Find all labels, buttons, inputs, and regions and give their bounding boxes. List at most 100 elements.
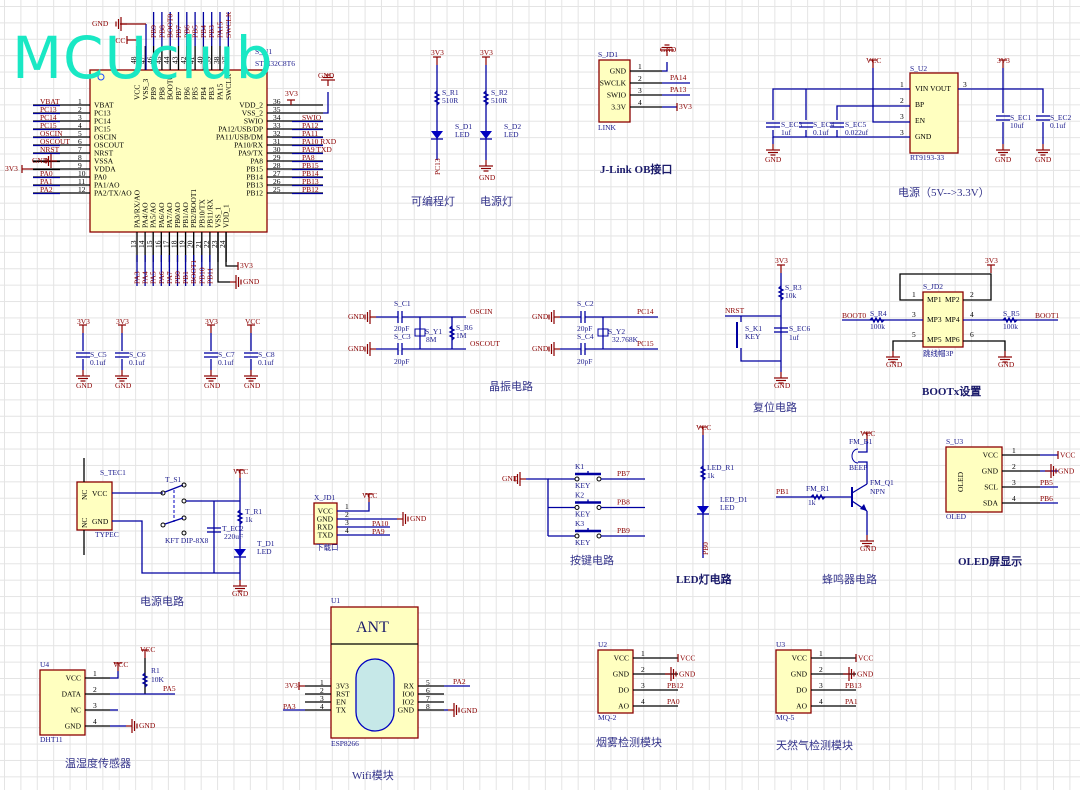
net-label: GND [857, 670, 874, 679]
pin-num: 2 [638, 74, 642, 83]
pin-num: 32 [273, 129, 281, 138]
switch-contact [596, 533, 602, 539]
mcu-vcc-label: VCC [110, 36, 125, 45]
net-label: PB8 [157, 25, 166, 38]
led2-val: LED [504, 130, 519, 139]
net-label: BOOT1 [189, 260, 198, 284]
pin-vcc: VCC [92, 489, 107, 498]
net-label: PB1 [181, 271, 190, 284]
uart-pa10: PA10 [372, 519, 389, 528]
pin-num: 2 [900, 96, 904, 105]
cap-ref: S_C7 [218, 350, 235, 359]
pin-mp1: MP1 [927, 295, 942, 304]
mcu-gnd-right: GND [318, 71, 335, 80]
mcu-gnd-top-label: GND [92, 19, 109, 28]
key-title: 按键电路 [570, 553, 614, 567]
pin-name: VCC [318, 507, 333, 516]
net-label: PB14 [302, 169, 319, 178]
cap-ref: S_EC2 [1050, 113, 1072, 122]
pin-num: 1 [320, 678, 324, 687]
pin-name: VSS_1 [214, 206, 223, 228]
pin-nc: NC [80, 518, 89, 528]
ground-icon [114, 369, 130, 382]
pin-num: 33 [273, 121, 281, 130]
led2-icon [479, 130, 493, 140]
pin-name: VDDA [94, 165, 116, 174]
antenna-label: ANT [356, 619, 389, 636]
pin-name: SDA [983, 499, 999, 508]
net-label: OSCIN [40, 129, 63, 138]
ground-icon [203, 369, 219, 382]
cap-val: 0.1uf [90, 358, 106, 367]
pin-name: TX [336, 706, 347, 715]
led2-res-val: 510R [491, 96, 507, 105]
k1-ref: S_K1 [745, 324, 762, 333]
net-label: PB7 [174, 25, 183, 38]
key-ref: K3 [575, 519, 584, 528]
pin-name: EN [336, 698, 347, 707]
net-label: PC15 [40, 121, 57, 130]
pin1-marker-icon [97, 73, 105, 81]
boot-jumper: S_JD2 跳线帽3P MP1 MP2 MP3 MP4 MP5 MP6 1 2 … [842, 256, 1059, 398]
regulator-vcc: VCC [866, 56, 881, 65]
net-label: 3V3 [116, 317, 129, 326]
pin-name: PB5 [191, 87, 200, 100]
led2-res-ref: S_R2 [491, 88, 508, 97]
programmable-led-title: 可编程灯 [411, 194, 455, 208]
mq2-part: MQ-2 [598, 713, 617, 722]
led-net: PB0 [701, 542, 710, 555]
pin-name: PA12/USB/DP [218, 125, 263, 134]
c2-val: 20pF [577, 324, 592, 333]
pin-num: 2 [345, 510, 349, 519]
pin-num: 9 [78, 161, 82, 170]
y1-val: 8M [426, 335, 437, 344]
pin-name: GND [317, 515, 334, 524]
buzzer-net: PB1 [776, 487, 789, 496]
buzzer-ref: FM_B1 [849, 437, 873, 446]
c3-val: 20pF [394, 357, 409, 366]
pin-num: 24 [218, 240, 227, 248]
pin-num: 2 [93, 685, 97, 694]
pin-num: 43 [171, 56, 180, 64]
net-label: PB12 [667, 681, 684, 690]
pin-num: 41 [187, 56, 196, 64]
pin-num: 2 [1012, 462, 1016, 471]
y2-val: 32.768K [612, 335, 639, 344]
cap-val: 0.022uf [845, 128, 869, 137]
pin-name: PA2/TX/AO [94, 189, 132, 198]
net-label: PB6 [182, 25, 191, 38]
led-circuit: VCC LED_R1 1k LED_D1 LED PB0 LED灯电路 [676, 423, 748, 586]
wifi-title: Wifi模块 [352, 769, 394, 782]
net-label: 3V3 [77, 317, 90, 326]
led1-ref: S_D1 [455, 122, 472, 131]
net-label: GND [679, 670, 696, 679]
pin-num: 3 [1012, 478, 1016, 487]
pin-num: 3 [78, 113, 82, 122]
pin-name: PA15 [216, 83, 225, 100]
cap-ref: S_C8 [258, 350, 275, 359]
net-boot0: BOOT0 [842, 311, 866, 320]
pin-name: VDD_1 [222, 204, 231, 228]
dht-net: PA5 [163, 684, 176, 693]
dht-ref: U4 [40, 660, 49, 669]
pin-num: 30 [273, 145, 281, 154]
module-shield-icon [355, 658, 395, 732]
regulator-circuit: S_U2 RT9193-33 VIN VOUT BP EN GND 1 2 3 … [765, 56, 1072, 199]
buzzer-val: BEEP [849, 463, 867, 472]
y2-ref: S_Y2 [608, 327, 625, 336]
pin-num: 14 [137, 240, 146, 248]
uart-gnd: GND [410, 514, 427, 523]
pin-num: 42 [179, 56, 188, 64]
pin-name: PC13 [94, 109, 111, 118]
switch-contact [574, 476, 580, 482]
pin-name: PA1/AO [94, 181, 120, 190]
pin-mp3: MP3 [927, 315, 942, 324]
net-nrst: NRST [725, 306, 745, 315]
tr1-ref: T_R1 [245, 507, 262, 516]
reset-circuit: 3V3 S_R3 10k NRST S_K1 KEY S_EC6 1uf GND… [725, 256, 811, 414]
mq5-ref: U3 [776, 640, 785, 649]
